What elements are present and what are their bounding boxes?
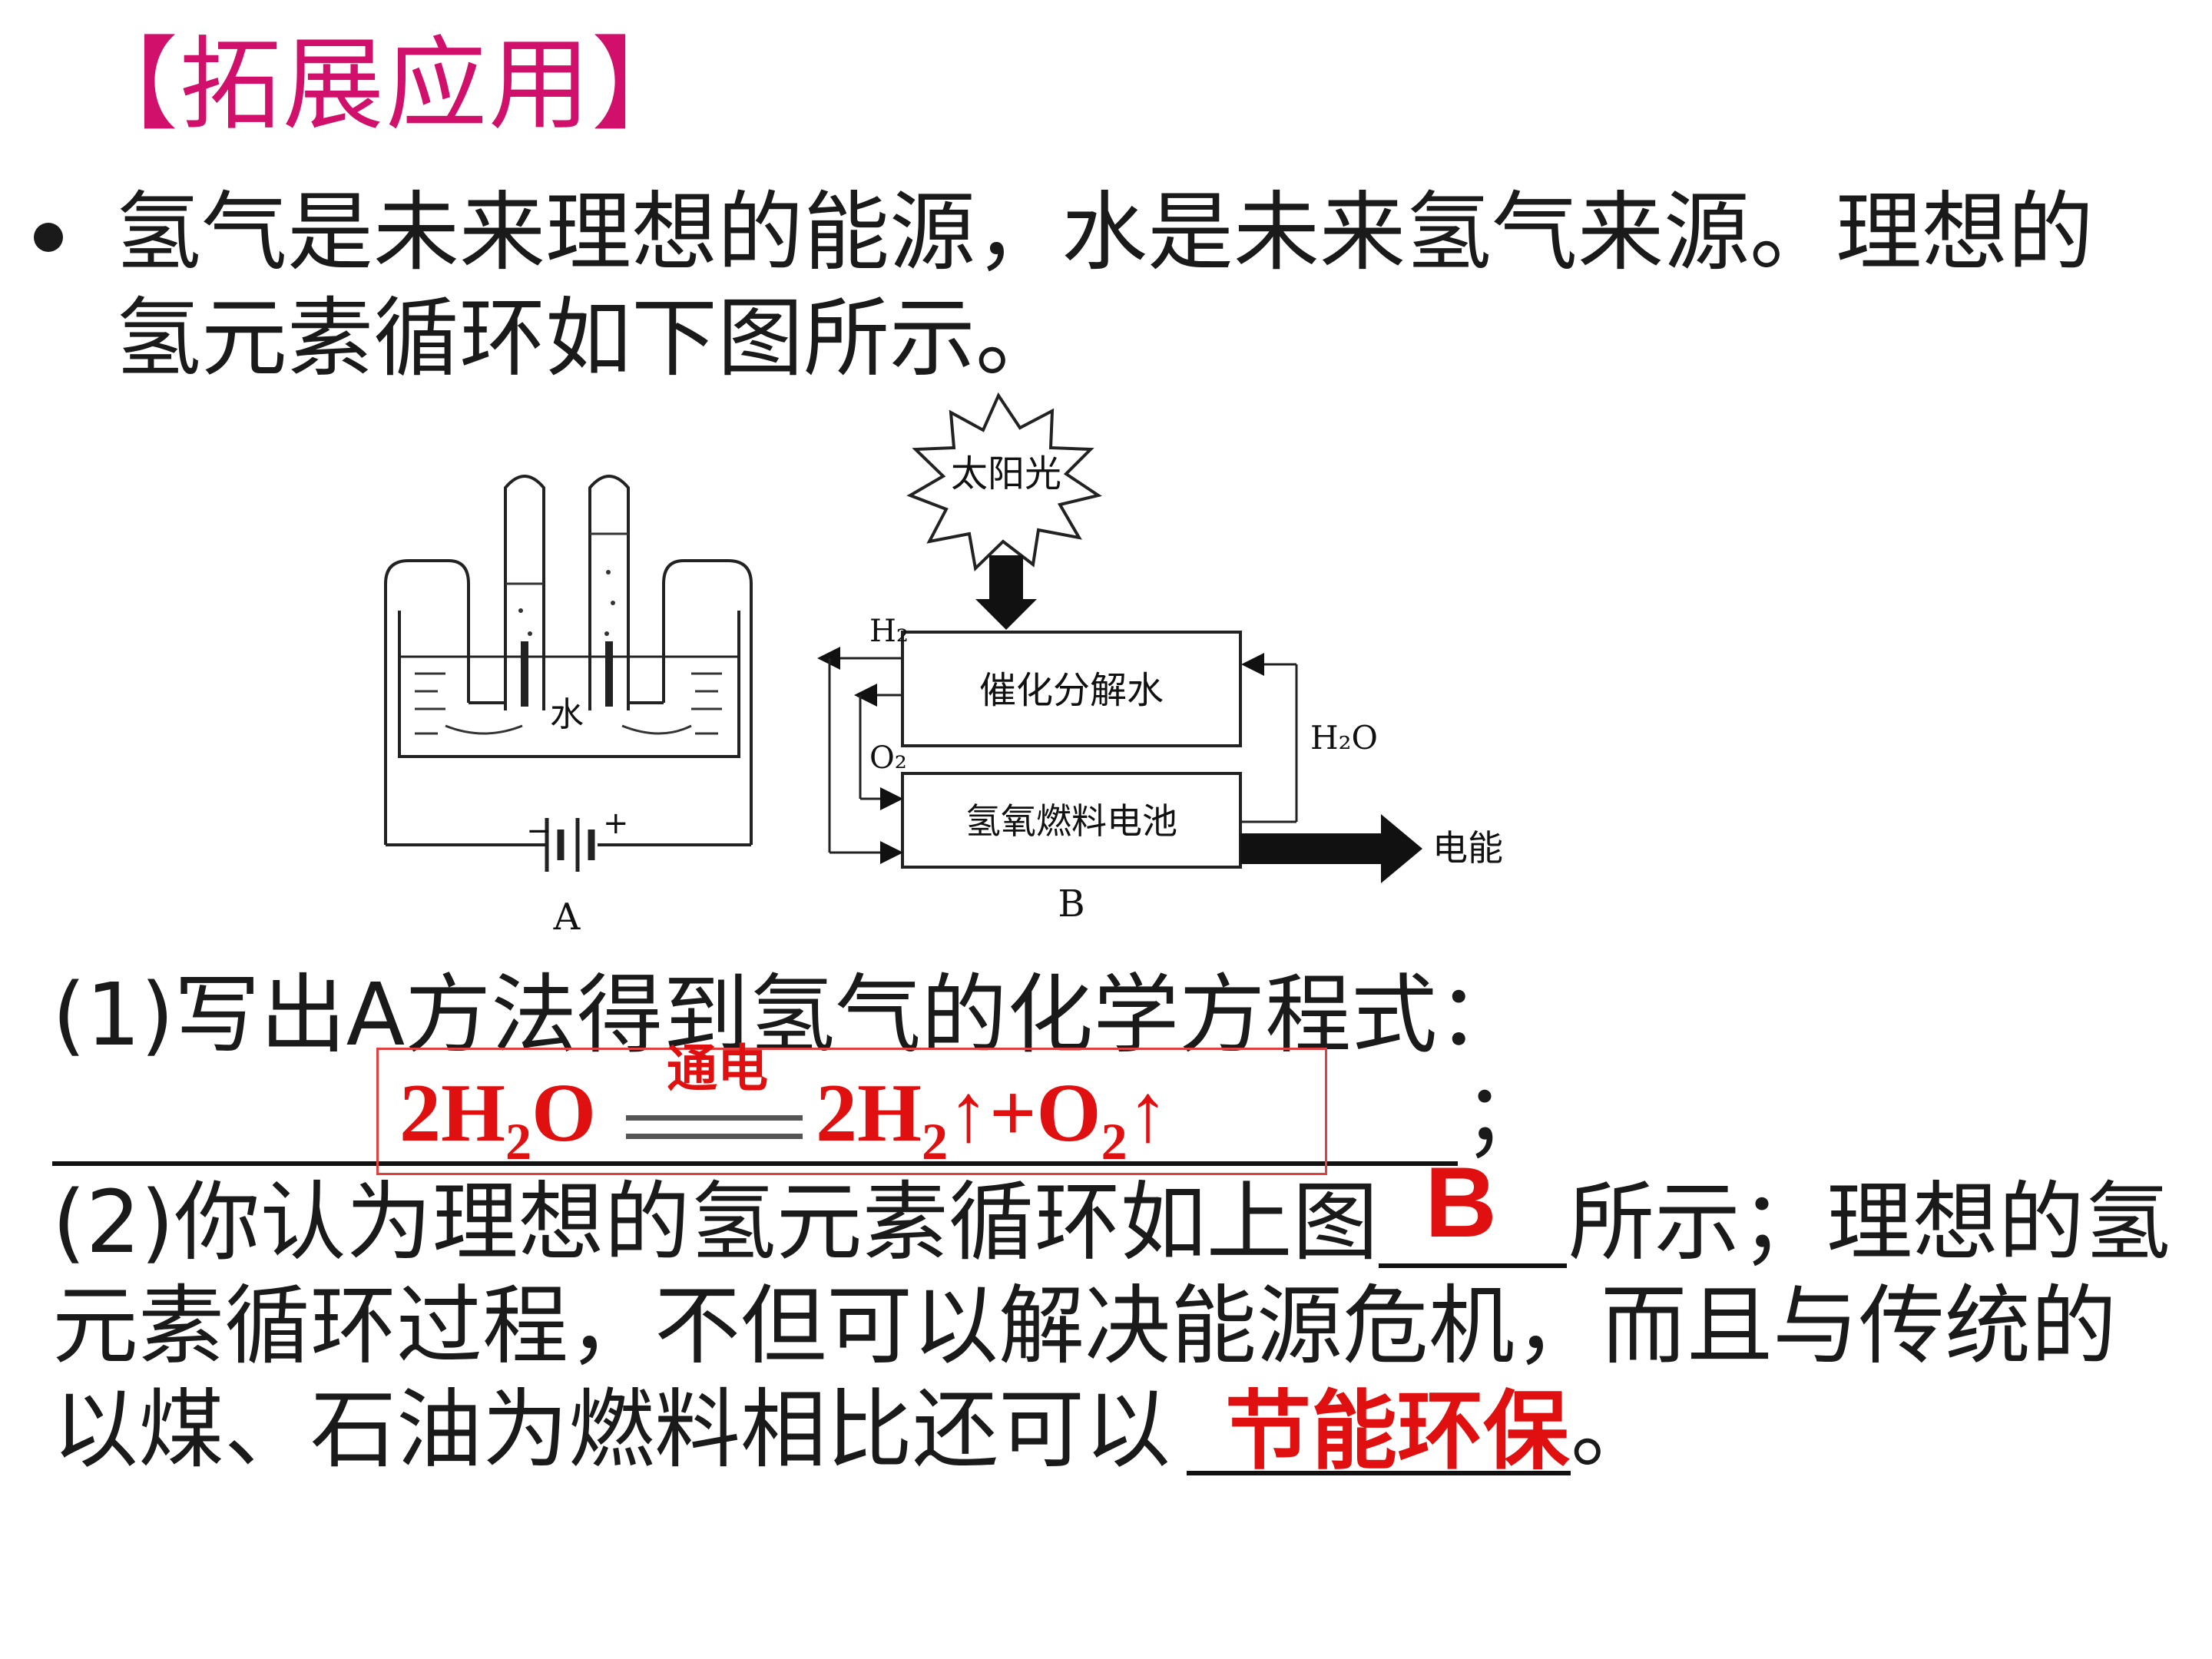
answer-blank-2 xyxy=(1379,1263,1567,1268)
battery-plus: + xyxy=(603,806,629,841)
battery-minus: − xyxy=(526,813,552,849)
left-wire xyxy=(384,559,470,845)
question-2-prefix: (2)你认为理想的氢元素循环如上图 xyxy=(52,1173,1379,1273)
intro-line-1: 氢气是未来理想的能源，水是未来氢气来源。理想的 xyxy=(115,183,2094,283)
equation-condition: 通电 xyxy=(667,1038,768,1098)
equation-equals-line-top xyxy=(626,1115,803,1121)
electrolysis-apparatus: 水 − + A xyxy=(384,475,753,939)
fuel-cell-box xyxy=(901,772,1242,869)
equation-products: 2H2↑+O2↑ xyxy=(816,1068,1169,1171)
o2-label: O₂ xyxy=(869,740,907,776)
bullet-icon xyxy=(34,223,63,252)
catalytic-decomposition-box xyxy=(901,631,1242,747)
right-electrode xyxy=(605,641,613,707)
h2o-label: H₂O xyxy=(1310,719,1378,757)
equation-equals-line-bottom xyxy=(626,1134,803,1139)
question-2-line-3: 以煤、石油为燃料相比还可以 xyxy=(52,1380,1171,1480)
question-2-line-3-end: 。 xyxy=(1571,1380,1657,1480)
diagram-a-caption: A xyxy=(553,896,581,939)
left-test-tube xyxy=(504,475,545,710)
diagram-b-caption: B xyxy=(1058,882,1084,926)
energy-label: 电能 xyxy=(1432,827,1503,869)
box1-label: 催化分解水 xyxy=(979,669,1164,712)
equation-reactant: 2H2O xyxy=(399,1068,597,1171)
left-electrode xyxy=(521,641,528,707)
question-2-answer: B xyxy=(1425,1146,1497,1258)
hydrogen-cycle-flow: 太阳光 催化分解水 氢氧燃料电池 H₂ O₂ H₂O 电能 B xyxy=(817,392,1503,926)
page-title: 【拓展应用】 xyxy=(77,26,694,144)
water-label: 水 xyxy=(550,695,584,734)
question-2-line-2: 元素循环过程，不但可以解决能源危机，而且与传统的 xyxy=(52,1277,2117,1376)
right-test-tube xyxy=(588,475,630,710)
intro-line-2: 氢元素循环如下图所示。 xyxy=(115,289,1061,389)
question-2-answer-2: 节能环保 xyxy=(1225,1385,1569,1480)
hydrogen-cycle-diagram: 水 − + A 太阳光 催化分解水 氢氧燃料电池 H₂ O xyxy=(384,392,1503,939)
answer-blank-1 xyxy=(52,1161,1458,1166)
right-wire xyxy=(662,559,753,845)
sunlight-arrow-icon xyxy=(975,555,1037,630)
question-1-end: ； xyxy=(1463,1065,1549,1165)
energy-arrow-icon xyxy=(1240,814,1422,883)
question-2-suffix: 所示；理想的氢 xyxy=(1568,1173,2171,1273)
water-vessel xyxy=(398,611,740,758)
box2-label: 氢氧燃料电池 xyxy=(965,800,1177,842)
equation-answer-box xyxy=(376,1048,1327,1175)
h2-label: H₂ xyxy=(869,614,909,649)
answer-blank-3 xyxy=(1187,1471,1571,1475)
sun-icon xyxy=(906,392,1102,572)
battery-icon xyxy=(545,818,595,872)
sun-label: 太阳光 xyxy=(951,452,1061,495)
